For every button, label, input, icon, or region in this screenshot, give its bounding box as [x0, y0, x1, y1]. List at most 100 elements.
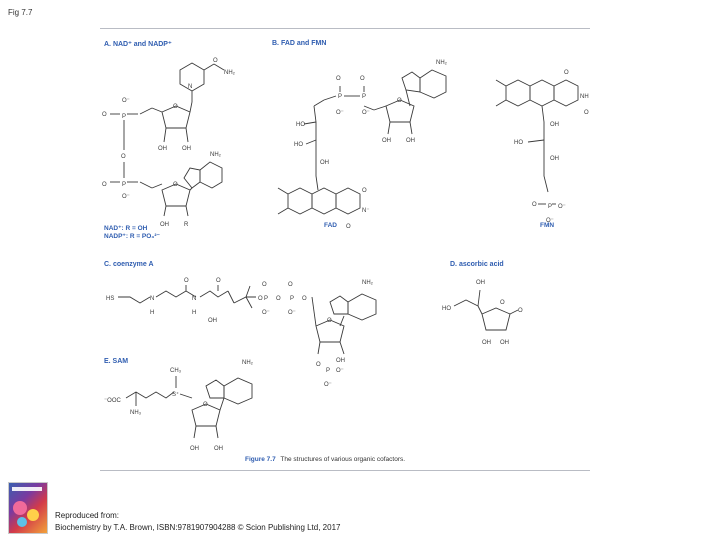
fad-label: FAD [324, 222, 337, 229]
svg-text:O: O [518, 308, 523, 314]
svg-text:OH: OH [482, 340, 491, 346]
cofactor-figure: A. NAD⁺ and NADP⁺ N O NH₂ O OH OH O⁻ O P… [100, 28, 590, 476]
svg-text:HO: HO [442, 306, 451, 312]
svg-text:OH: OH [382, 138, 391, 144]
svg-text:O: O [173, 104, 178, 110]
svg-text:NH₂: NH₂ [224, 70, 236, 76]
svg-text:O: O [258, 296, 263, 302]
svg-text:P: P [264, 296, 268, 302]
svg-text:O: O [336, 76, 341, 82]
svg-text:O: O [184, 278, 189, 284]
svg-text:O: O [173, 182, 178, 188]
svg-text:O: O [532, 202, 537, 208]
svg-text:OH: OH [208, 318, 217, 324]
panel-e-title: E. SAM [104, 358, 129, 365]
svg-text:N: N [150, 296, 154, 302]
svg-text:O: O [500, 300, 505, 306]
svg-text:OH: OH [190, 446, 199, 452]
svg-text:P: P [326, 368, 330, 374]
svg-text:OH: OH [550, 122, 559, 128]
svg-text:HS: HS [106, 296, 114, 302]
svg-text:O⁻: O⁻ [336, 368, 344, 374]
ascorbic-acid-structure: OH HO O O OH OH [442, 280, 523, 346]
svg-text:H: H [192, 310, 196, 316]
svg-text:NH₂: NH₂ [362, 280, 374, 286]
svg-text:OH: OH [214, 446, 223, 452]
svg-text:NH₃: NH₃ [130, 410, 142, 416]
svg-text:⁻OOC: ⁻OOC [104, 398, 122, 404]
svg-text:O: O [213, 58, 218, 64]
svg-text:O: O [564, 70, 569, 76]
figure-caption: Figure 7.7 The structures of various org… [245, 456, 405, 463]
svg-text:H: H [150, 310, 154, 316]
reference-line-2: Biochemistry by T.A. Brown, ISBN:9781907… [55, 523, 341, 532]
svg-text:O: O [302, 296, 307, 302]
svg-text:O: O [102, 112, 107, 118]
caption-text: The structures of various organic cofact… [280, 456, 406, 463]
svg-text:HO: HO [294, 142, 303, 148]
svg-text:HO: HO [514, 140, 523, 146]
svg-text:O: O [203, 402, 208, 408]
svg-text:S⁺: S⁺ [172, 391, 179, 398]
svg-text:NH: NH [580, 94, 589, 100]
book-cover-thumbnail [8, 482, 48, 534]
svg-text:N: N [192, 296, 196, 302]
reference-line-1: Reproduced from: [55, 511, 120, 520]
svg-text:O: O [102, 182, 107, 188]
svg-text:O⁻: O⁻ [288, 310, 296, 316]
svg-text:O: O [362, 188, 367, 194]
svg-text:NH₂: NH₂ [210, 152, 222, 158]
svg-text:O⁻: O⁻ [546, 218, 554, 224]
svg-text:O⁻: O⁻ [558, 204, 566, 210]
svg-text:P: P [122, 114, 126, 120]
svg-text:R: R [184, 222, 189, 228]
svg-text:OH: OH [336, 358, 345, 364]
svg-text:O: O [346, 224, 351, 230]
svg-text:NH₂: NH₂ [436, 60, 448, 66]
svg-text:HO: HO [296, 122, 305, 128]
fad-structure: NH₂ O OH OH O O P P O⁻ O⁻ HO HO OH [277, 60, 448, 230]
nad-structure: N O NH₂ O OH OH O⁻ O P O O P O⁻ O [102, 58, 236, 228]
svg-text:OH: OH [550, 156, 559, 162]
svg-text:O: O [262, 282, 267, 288]
svg-text:O: O [276, 296, 281, 302]
svg-text:O: O [327, 318, 332, 324]
svg-text:P: P [290, 296, 294, 302]
svg-text:O⁻: O⁻ [324, 382, 332, 388]
svg-text:O: O [121, 154, 126, 160]
svg-text:CH₃: CH₃ [170, 368, 182, 374]
svg-text:O: O [316, 362, 321, 368]
svg-text:O⁻: O⁻ [336, 110, 344, 116]
svg-text:P: P [548, 204, 552, 210]
sam-structure: ⁻OOC NH₃ S⁺ CH₃ O OH OH NH₂ [104, 360, 254, 452]
svg-text:O: O [397, 98, 402, 104]
coa-structure: HS N H O N H O OH O P O O⁻ O P O O⁻ O O … [106, 278, 377, 388]
svg-text:P: P [362, 94, 366, 100]
svg-text:OH: OH [500, 340, 509, 346]
svg-text:O⁻: O⁻ [122, 98, 130, 104]
fmn-label: FMN [540, 222, 555, 229]
panel-c-title: C. coenzyme A [104, 261, 154, 268]
svg-text:P: P [122, 182, 126, 188]
svg-text:O⁻: O⁻ [362, 110, 370, 116]
nad-label: NAD⁺: R = OH [104, 225, 148, 232]
svg-text:O: O [216, 278, 221, 284]
svg-text:O: O [584, 110, 589, 116]
svg-text:O⁻: O⁻ [122, 194, 130, 200]
svg-text:P: P [338, 94, 342, 100]
panel-a-title: A. NAD⁺ and NADP⁺ [104, 41, 172, 48]
figure-bottom-rule [100, 470, 590, 471]
svg-text:OH: OH [406, 138, 415, 144]
nadp-label: NADP⁺: R = PO₃²⁻ [104, 233, 160, 240]
panel-d-title: D. ascorbic acid [450, 261, 504, 268]
svg-text:O: O [288, 282, 293, 288]
svg-text:OH: OH [476, 280, 485, 286]
svg-text:O⁻: O⁻ [262, 310, 270, 316]
caption-number: Figure 7.7 [245, 456, 276, 463]
svg-text:OH: OH [160, 222, 169, 228]
fmn-structure: O NH O OH HO OH O P O⁻ O⁻ [495, 70, 589, 224]
svg-text:OH: OH [320, 160, 329, 166]
svg-text:O: O [360, 76, 365, 82]
svg-text:OH: OH [182, 146, 191, 152]
figure-top-rule [100, 28, 590, 29]
